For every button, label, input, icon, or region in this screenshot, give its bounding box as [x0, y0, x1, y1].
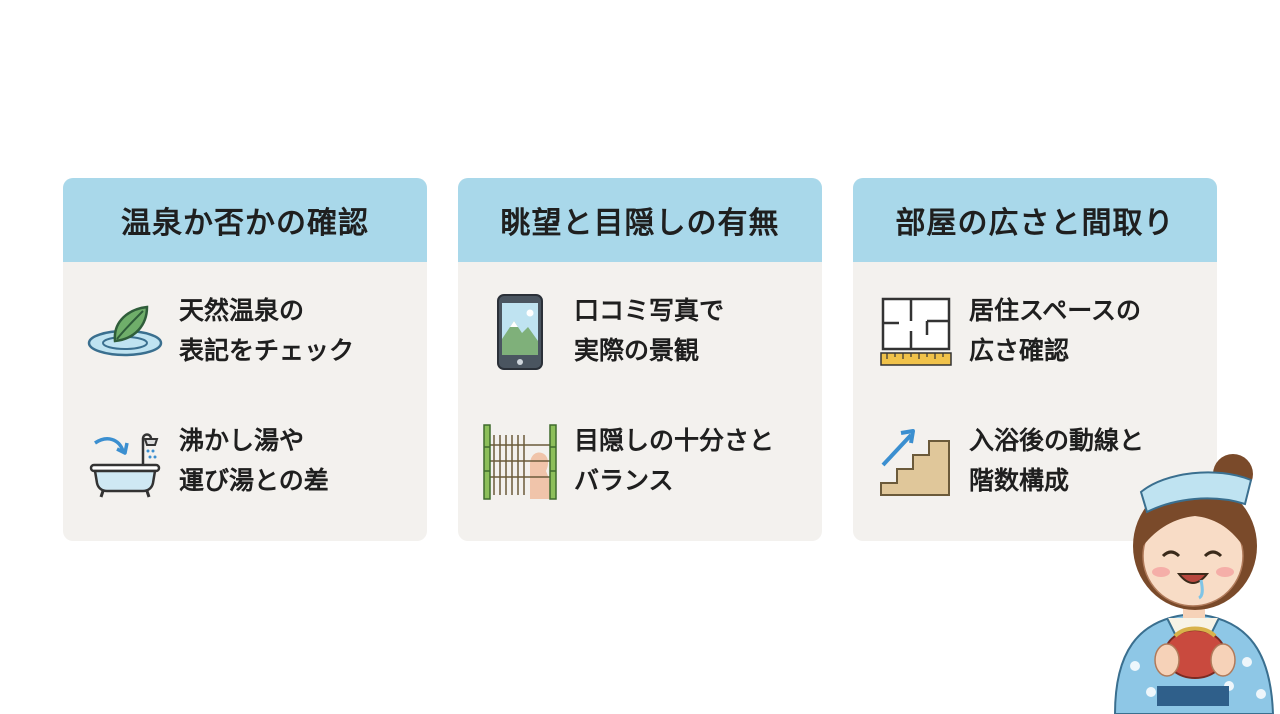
- list-item: 沸かし湯や 運び湯との差: [63, 416, 427, 506]
- card-title: 部屋の広さと間取り: [895, 206, 1175, 241]
- item-text-line: 運び湯との差: [179, 466, 329, 495]
- bamboo-fence-icon: [483, 424, 557, 500]
- list-item: 天然温泉の 表記をチェック: [63, 286, 427, 376]
- item-text-line: 沸かし湯や: [179, 426, 305, 455]
- floor-plan-icon: [880, 297, 952, 366]
- item-text-line: 入浴後の動線と: [969, 426, 1145, 455]
- card-hot-spring-check: 温泉か否かの確認 天然温泉の 表記をチェック 沸かし湯や 運び: [63, 178, 427, 541]
- card-view-and-screen: 眺望と目隠しの有無 口コミ写真で 実際の景観: [458, 178, 822, 541]
- card-header: 眺望と目隠しの有無: [458, 178, 822, 262]
- item-text-line: 目隠しの十分さと: [574, 426, 775, 455]
- yukata-woman-illustration: [1113, 454, 1275, 714]
- card-header: 部屋の広さと間取り: [853, 178, 1217, 262]
- item-text-line: 実際の景観: [574, 336, 700, 365]
- item-text-line: 表記をチェック: [179, 336, 355, 365]
- stairs-arrow-icon: [880, 429, 950, 496]
- card-title: 眺望と目隠しの有無: [500, 206, 780, 241]
- item-text-line: バランス: [574, 466, 674, 495]
- list-item: 目隠しの十分さと バランス: [458, 416, 822, 506]
- smartphone-photo-icon: [497, 294, 543, 370]
- item-text-line: 階数構成: [969, 466, 1070, 495]
- list-item: 口コミ写真で 実際の景観: [458, 286, 822, 376]
- item-text-line: 広さ確認: [969, 336, 1070, 365]
- list-item: 入浴後の動線と 階数構成: [853, 416, 1217, 506]
- card-header: 温泉か否かの確認: [63, 178, 427, 262]
- bathtub-shower-icon: [89, 433, 161, 498]
- card-room-size-layout: 部屋の広さと間取り 居住スペースの 広さ確認: [853, 178, 1217, 541]
- item-text-line: 居住スペースの: [969, 296, 1142, 325]
- item-text-line: 口コミ写真で: [574, 296, 725, 325]
- item-text-line: 天然温泉の: [179, 296, 305, 325]
- leaf-in-water-icon: [87, 305, 163, 357]
- list-item: 居住スペースの 広さ確認: [853, 286, 1217, 376]
- card-title: 温泉か否かの確認: [121, 206, 369, 241]
